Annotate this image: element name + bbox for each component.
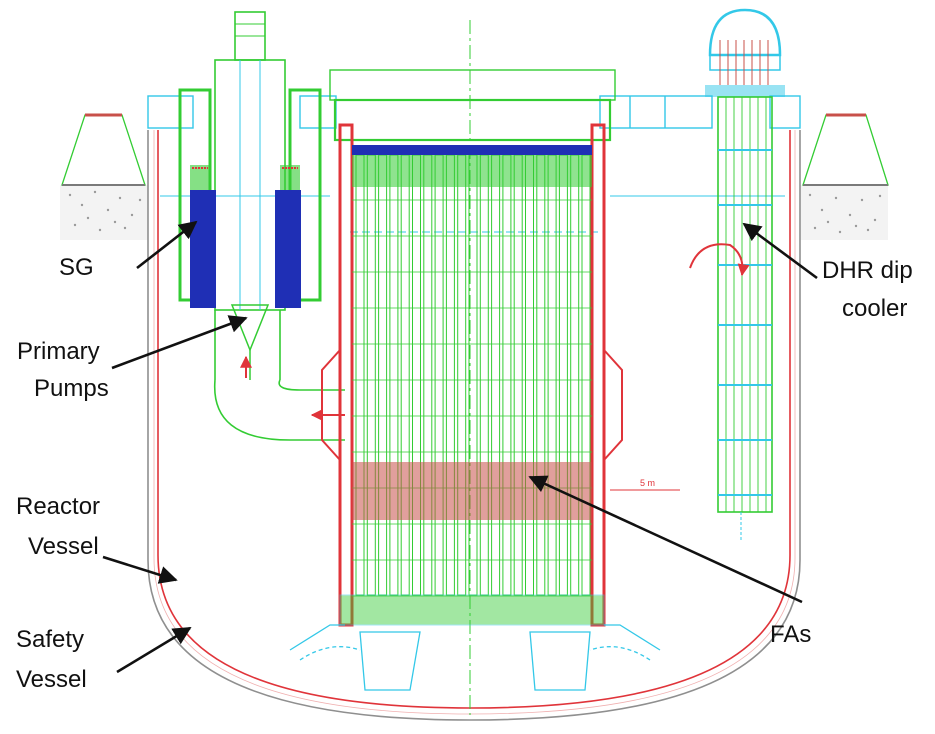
fuel-assembly-bar (570, 154, 580, 596)
fuel-assembly-bar (445, 154, 455, 596)
fuel-assembly-bar (355, 154, 365, 596)
steam-generator (178, 11, 322, 380)
pump-outlet-pipe (213, 379, 345, 441)
lower-grid (339, 594, 605, 626)
fuel-assembly-bar (491, 154, 501, 596)
core-barrel (321, 20, 623, 715)
label-dhr-line2: cooler (842, 295, 908, 322)
support-right (802, 113, 889, 186)
label-fas: FAs (770, 621, 812, 648)
fuel-assembly-bar (558, 154, 568, 596)
fuel-assembly-bar (389, 154, 399, 596)
fuel-assembly-bar (581, 154, 591, 596)
fuel-assembly-bar (502, 154, 512, 596)
water-level-lines (160, 195, 785, 233)
fuel-assembly-bar (536, 154, 546, 596)
concrete-right (800, 185, 888, 240)
upper-plenum (352, 145, 592, 187)
sg-arrow (136, 220, 198, 270)
pumps-arrow (111, 315, 248, 370)
fuel-assembly-bar (457, 154, 467, 596)
level-mark-text: 5 m (640, 478, 655, 488)
fuel-assemblies (352, 154, 592, 597)
fuel-assembly-bar (378, 154, 388, 596)
fuel-assembly-bar (525, 154, 534, 596)
safety-vessel-arrow (116, 626, 192, 674)
roof-deck (147, 95, 801, 129)
fuel-assembly-bar (412, 154, 421, 596)
concrete-left (60, 185, 148, 240)
label-sg: SG (59, 254, 94, 281)
safety-vessel-outline (147, 130, 801, 721)
fuel-assembly-bar (366, 154, 376, 596)
label-primary-pumps-line2: Pumps (34, 375, 109, 402)
callout-arrows (102, 220, 818, 674)
fuel-assembly-bar (513, 154, 523, 596)
label-reactor-vessel-line1: Reactor (16, 493, 101, 520)
label-dhr-line1: DHR dip (822, 257, 913, 284)
label-safety-vessel-line2: Vessel (16, 666, 87, 693)
dhr-arrow (742, 222, 818, 280)
active-core-zone (352, 462, 592, 520)
label-reactor-vessel-line2: Vessel (28, 533, 99, 560)
fuel-assembly-bar (479, 154, 489, 596)
fuel-assembly-bar (423, 154, 433, 596)
dhr-dip-cooler (689, 8, 785, 540)
fuel-assembly-bar (547, 154, 557, 596)
fuel-assembly-bar (400, 154, 410, 596)
core-support (289, 624, 661, 691)
label-safety-vessel-line1: Safety (16, 626, 85, 653)
fas-arrow (528, 475, 803, 604)
fuel-assembly-bar (434, 154, 444, 596)
support-left (61, 113, 146, 186)
reactor-vessel-arrow (102, 555, 178, 584)
label-primary-pumps-line1: Primary (17, 338, 100, 365)
